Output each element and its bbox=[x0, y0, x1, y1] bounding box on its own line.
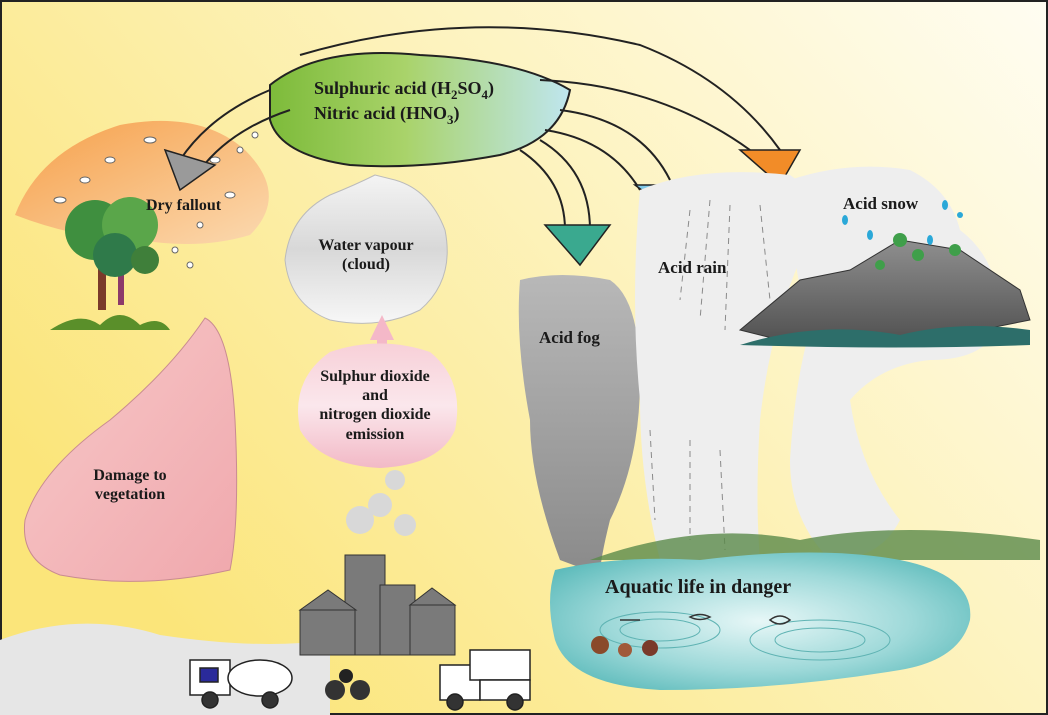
label-acid-fog: Acid fog bbox=[539, 328, 600, 348]
label-aquatic-life: Aquatic life in danger bbox=[605, 575, 791, 599]
label-emission: Sulphur dioxide and nitrogen dioxide emi… bbox=[300, 367, 450, 444]
acid-label-sulphuric: Sulphuric acid (H2SO4) bbox=[314, 78, 494, 100]
label-water-vapour: Water vapour (cloud) bbox=[306, 236, 426, 274]
label-acid-rain: Acid rain bbox=[658, 258, 726, 278]
label-acid-snow: Acid snow bbox=[843, 194, 918, 214]
label-dry-fallout: Dry fallout bbox=[146, 196, 221, 215]
label-damage-vegetation: Damage to vegetation bbox=[70, 466, 190, 504]
acid-label-nitric: Nitric acid (HNO3) bbox=[314, 103, 459, 125]
